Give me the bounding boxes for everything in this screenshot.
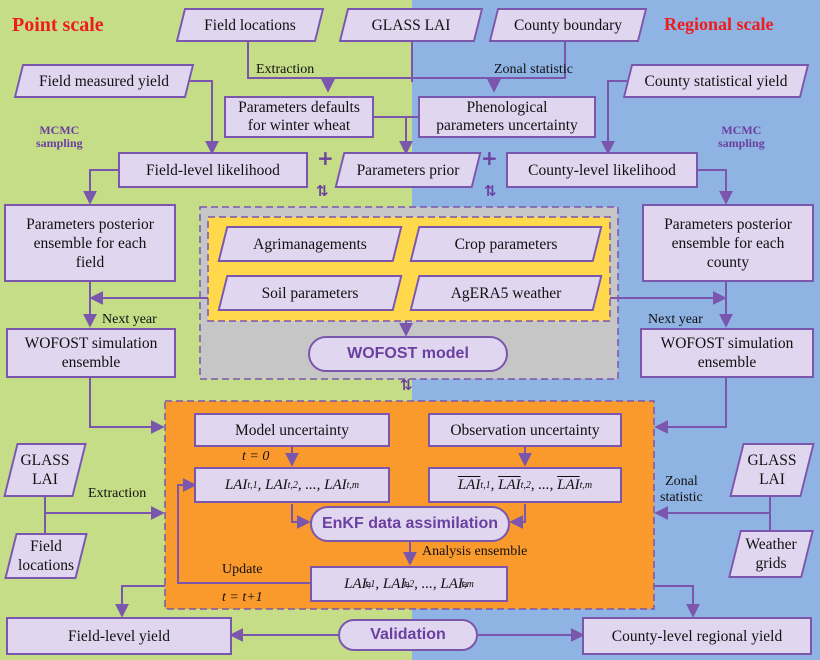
wofost-ensemble-right-box: WOFOST simulation ensemble bbox=[640, 328, 814, 378]
posterior-ensemble-field-box: Parameters posterior ensemble for each f… bbox=[4, 204, 176, 282]
regional-scale-title: Regional scale bbox=[664, 14, 774, 34]
field-locations-input-left: Field locations bbox=[10, 533, 82, 579]
zonal-statistic-right-label: Zonal statistic bbox=[660, 474, 703, 505]
next-year-right-label: Next year bbox=[648, 312, 703, 327]
county-level-likelihood-box: County-level likelihood bbox=[506, 152, 698, 188]
wofost-ensemble-left-box: WOFOST simulation ensemble bbox=[6, 328, 176, 378]
county-level-yield-box: County-level regional yield bbox=[582, 617, 812, 655]
soil-parameters-input: Soil parameters bbox=[222, 275, 398, 311]
extraction-left-label: Extraction bbox=[88, 486, 147, 501]
glass-lai-input-right: GLASS LAI bbox=[736, 443, 808, 497]
validation-node: Validation bbox=[338, 619, 478, 651]
t-zero-label: t = 0 bbox=[242, 449, 270, 464]
field-level-yield-box: Field-level yield bbox=[6, 617, 232, 655]
glass-lai-input-top: GLASS LAI bbox=[343, 8, 479, 42]
field-measured-yield-input: Field measured yield bbox=[18, 64, 190, 98]
enkf-assimilation-node: EnKF data assimilation bbox=[310, 506, 510, 542]
zonal-statistic-top-label: Zonal statistic bbox=[494, 62, 573, 77]
mcmc-sampling-right-label: MCMC sampling bbox=[718, 123, 765, 150]
analysis-ensemble-label: Analysis ensemble bbox=[422, 544, 528, 559]
agrimanagements-input: Agrimanagements bbox=[222, 226, 398, 262]
field-level-likelihood-box: Field-level likelihood bbox=[118, 152, 308, 188]
coupling-icon-left: ⇅ bbox=[316, 182, 329, 200]
county-statistical-yield-input: County statistical yield bbox=[627, 64, 805, 98]
coupling-icon-right: ⇅ bbox=[484, 182, 497, 200]
parameters-defaults-box: Parameters defaults for winter wheat bbox=[224, 96, 374, 138]
mcmc-sampling-left-label: MCMC sampling bbox=[36, 123, 83, 150]
t-plus-one-label: t = t+1 bbox=[222, 590, 263, 605]
coupling-icon-center: ⇅ bbox=[400, 376, 413, 394]
phenological-uncertainty-box: Phenological parameters uncertainty bbox=[418, 96, 596, 138]
plus-symbol-right: + bbox=[481, 146, 498, 170]
weather-grids-input: Weather grids bbox=[734, 530, 808, 578]
model-uncertainty-box: Model uncertainty bbox=[194, 413, 390, 447]
next-year-left-label: Next year bbox=[102, 312, 157, 327]
update-label: Update bbox=[222, 562, 263, 577]
observation-uncertainty-box: Observation uncertainty bbox=[428, 413, 622, 447]
extraction-top-label: Extraction bbox=[256, 62, 315, 77]
crop-parameters-input: Crop parameters bbox=[414, 226, 598, 262]
agera5-weather-input: AgERA5 weather bbox=[414, 275, 598, 311]
field-locations-input-top: Field locations bbox=[180, 8, 320, 42]
parameters-prior-input: Parameters prior bbox=[339, 152, 477, 188]
glass-lai-input-left: GLASS LAI bbox=[10, 443, 80, 497]
plus-symbol-left: + bbox=[317, 146, 334, 170]
point-scale-title: Point scale bbox=[12, 14, 104, 36]
county-boundary-input: County boundary bbox=[493, 8, 643, 42]
posterior-ensemble-county-box: Parameters posterior ensemble for each c… bbox=[642, 204, 814, 282]
wofost-model-node: WOFOST model bbox=[308, 336, 508, 372]
